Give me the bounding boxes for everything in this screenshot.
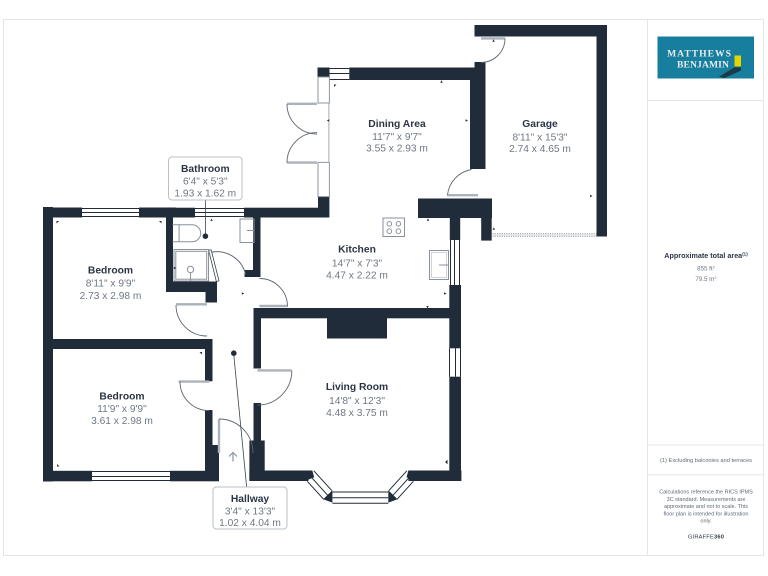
svg-text:4.48 x 3.75 m: 4.48 x 3.75 m [326,408,388,419]
svg-text:14'7" x 7'3": 14'7" x 7'3" [332,259,383,270]
svg-text:3C standard. Measurements are: 3C standard. Measurements are [667,497,746,503]
svg-text:GIRAFFE360: GIRAFFE360 [688,535,724,541]
svg-text:Approximate total area(1): Approximate total area(1) [664,251,748,260]
svg-text:2.73 x 2.98 m: 2.73 x 2.98 m [80,291,142,302]
svg-text:Living Room: Living Room [326,382,388,393]
svg-text:6'4" x 5'3": 6'4" x 5'3" [183,177,228,188]
svg-text:855 ft2: 855 ft2 [697,265,715,273]
svg-text:2.74 x 4.65 m: 2.74 x 4.65 m [509,144,571,155]
svg-text:4.47 x 2.22 m: 4.47 x 2.22 m [326,270,388,281]
svg-text:only.: only. [700,519,712,525]
svg-text:(1) Excluding balconies and te: (1) Excluding balconies and terraces [660,458,752,464]
svg-text:1.02 x 4.04 m: 1.02 x 4.04 m [219,518,281,529]
svg-text:Bedroom: Bedroom [99,391,144,402]
svg-text:11'7" x 9'7": 11'7" x 9'7" [372,132,422,143]
svg-text:11'9" x 9'9": 11'9" x 9'9" [97,404,147,415]
svg-text:Kitchen: Kitchen [338,245,376,256]
svg-text:1.93 x 1.62 m: 1.93 x 1.62 m [174,189,236,200]
svg-text:Bedroom: Bedroom [88,266,133,277]
svg-text:3'4" x 13'3": 3'4" x 13'3" [225,507,276,518]
svg-text:Dining Area: Dining Area [368,119,426,130]
svg-text:3.61 x 2.98 m: 3.61 x 2.98 m [91,416,153,427]
svg-text:8'11" x 15'3": 8'11" x 15'3" [512,132,567,143]
svg-text:Hallway: Hallway [231,494,270,505]
svg-text:Calculations reference the RIC: Calculations reference the RICS IPMS [659,490,753,496]
svg-text:14'8" x 12'3": 14'8" x 12'3" [329,396,385,407]
svg-text:floor plan is intended for ill: floor plan is intended for illustration [664,511,749,517]
svg-text:8'11" x 9'9": 8'11" x 9'9" [86,279,136,290]
svg-text:Bathroom: Bathroom [181,164,230,175]
svg-text:3.55 x 2.93 m: 3.55 x 2.93 m [366,144,428,155]
svg-text:approximate and not to scale.: approximate and not to scale. This [664,504,748,510]
svg-text:79.5 m2: 79.5 m2 [695,275,717,283]
svg-text:BENJAMIN: BENJAMIN [677,59,729,70]
svg-text:MATTHEWS: MATTHEWS [667,48,732,59]
svg-text:Garage: Garage [522,119,558,130]
